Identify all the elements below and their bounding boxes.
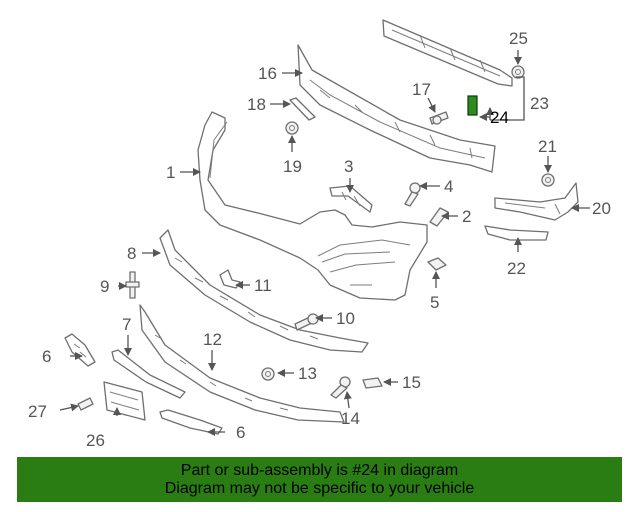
callout-19: 19 — [283, 157, 302, 176]
part-10-bolt[interactable] — [294, 313, 319, 331]
part-3-bracket[interactable] — [329, 185, 373, 213]
callout-5: 5 — [430, 293, 439, 312]
callout-21: 21 — [538, 137, 557, 156]
part-16-reinforcement[interactable] — [297, 44, 496, 173]
callout-1: 1 — [166, 163, 175, 182]
callout-6-upper: 6 — [42, 347, 51, 366]
part-20-side-bracket[interactable] — [494, 182, 579, 221]
part-2-pin[interactable] — [429, 207, 449, 227]
callout-18: 18 — [247, 95, 266, 114]
callout-14: 14 — [341, 409, 360, 428]
callout-11: 11 — [254, 276, 272, 295]
callout-15: 15 — [402, 373, 421, 392]
part-12-valance[interactable] — [139, 304, 345, 423]
callout-17: 17 — [412, 80, 431, 99]
callout-8: 8 — [127, 244, 136, 263]
callout-10: 10 — [336, 309, 355, 328]
callout-26: 26 — [86, 431, 105, 450]
callout-4: 4 — [444, 177, 453, 196]
callout-16: 16 — [258, 64, 277, 83]
part-8-absorber[interactable] — [159, 229, 369, 353]
banner-line-2: Diagram may not be specific to your vehi… — [164, 479, 475, 497]
info-banner: Part or sub-assembly is #24 in diagram D… — [17, 457, 622, 502]
part-24-bracket-highlighted[interactable] — [467, 95, 478, 116]
leader-lines — [59, 50, 590, 436]
callout-9: 9 — [100, 277, 109, 296]
part-17-bolt[interactable] — [429, 111, 449, 125]
part-4-bolt[interactable] — [404, 182, 421, 207]
callout-6-lower: 6 — [236, 423, 245, 442]
part-15-clip[interactable] — [362, 377, 383, 389]
part-14-bolt[interactable] — [330, 376, 351, 399]
callout-20: 20 — [592, 199, 611, 218]
part-6-bracket-upper[interactable] — [64, 333, 96, 367]
part-5-clip[interactable] — [427, 257, 447, 271]
callout-24: 24 — [490, 108, 509, 127]
banner-line-1: Part or sub-assembly is #24 in diagram — [180, 461, 459, 479]
part-9-push-pin[interactable] — [125, 271, 140, 299]
part-25-nut[interactable] — [511, 65, 525, 79]
callout-27: 27 — [28, 402, 47, 421]
part-22-trim[interactable] — [484, 225, 549, 241]
callout-23: 23 — [530, 94, 549, 113]
callout-7: 7 — [122, 315, 131, 334]
part-23-absorber-bar[interactable] — [382, 19, 513, 87]
part-21-nut[interactable] — [541, 173, 555, 187]
callout-12: 12 — [203, 330, 222, 349]
part-18-strip[interactable] — [289, 97, 316, 121]
callout-labels: 1 2 3 4 5 6 6 7 8 9 10 11 12 13 14 15 16… — [28, 29, 611, 450]
part-19-clip[interactable] — [285, 121, 299, 135]
part-27-screw[interactable] — [77, 397, 94, 411]
callout-2: 2 — [462, 207, 471, 226]
callout-25: 25 — [509, 29, 528, 48]
callout-22: 22 — [507, 259, 526, 278]
part-26-license-bracket[interactable] — [103, 381, 146, 421]
parts-diagram: 1 2 3 4 5 6 6 7 8 9 10 11 12 13 14 15 16… — [28, 19, 611, 450]
callout-3: 3 — [344, 157, 353, 176]
callout-13: 13 — [298, 364, 317, 383]
part-7-trim[interactable] — [111, 349, 186, 399]
part-6-bracket-lower[interactable] — [159, 409, 223, 435]
part-13-nut[interactable] — [261, 367, 275, 381]
part-1-bumper-cover[interactable] — [197, 111, 428, 301]
